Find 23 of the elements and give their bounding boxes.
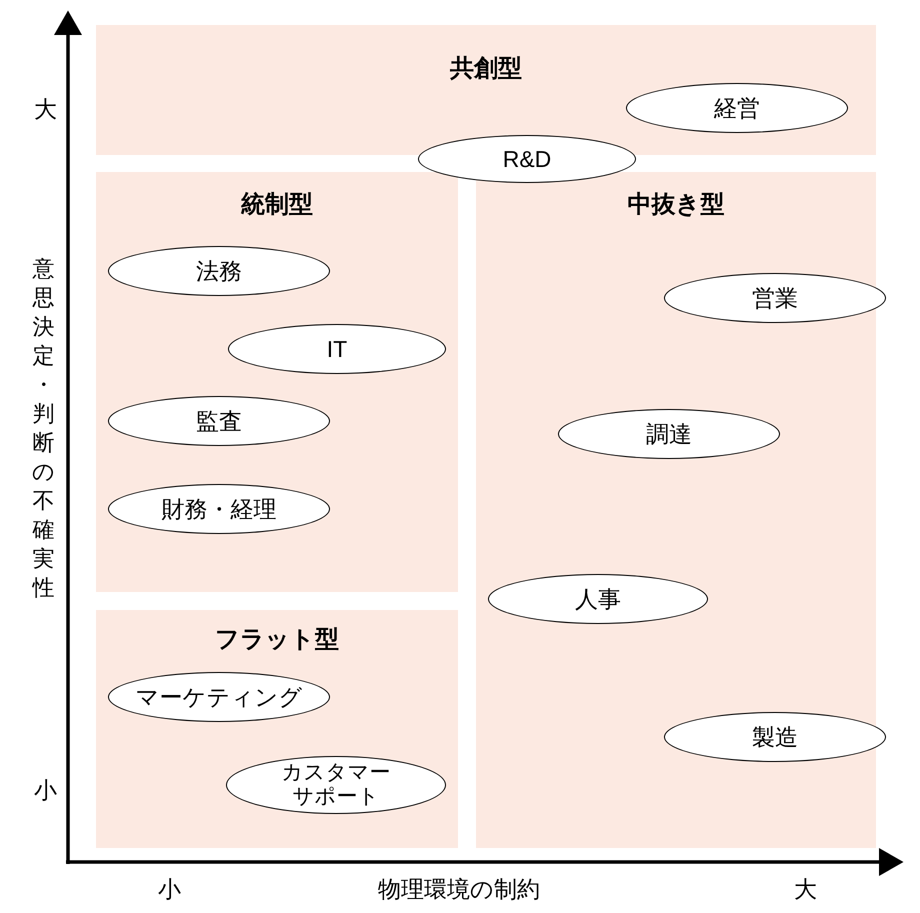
category-ellipse: 人事 <box>488 574 708 624</box>
category-ellipse: 製造 <box>664 712 886 762</box>
region-heading: 中抜き型 <box>626 191 726 219</box>
axis-title: 物理環境の制約 <box>378 876 540 902</box>
region-heading: 共創型 <box>449 55 523 83</box>
region-heading: フラット型 <box>214 626 340 654</box>
axis-end-label: 小 <box>34 777 57 803</box>
axis-title: 意思決定・判断の不確実性 <box>32 255 55 602</box>
region-heading: 統制型 <box>240 191 314 219</box>
region-band <box>96 172 458 592</box>
axis-end-label: 大 <box>34 96 57 122</box>
category-ellipse: 営業 <box>664 273 886 323</box>
category-ellipse: 経営 <box>626 83 848 133</box>
axis-end-label: 小 <box>158 876 181 902</box>
category-ellipse: マーケティング <box>108 672 330 722</box>
category-ellipse: 法務 <box>108 246 330 296</box>
category-ellipse: 調達 <box>558 409 780 459</box>
category-ellipse: カスタマーサポート <box>226 756 446 814</box>
category-ellipse: 監査 <box>108 396 330 446</box>
axis-end-label: 大 <box>794 876 817 902</box>
category-ellipse: 財務・経理 <box>108 484 330 534</box>
region-band <box>96 610 458 848</box>
category-ellipse: IT <box>228 324 446 374</box>
